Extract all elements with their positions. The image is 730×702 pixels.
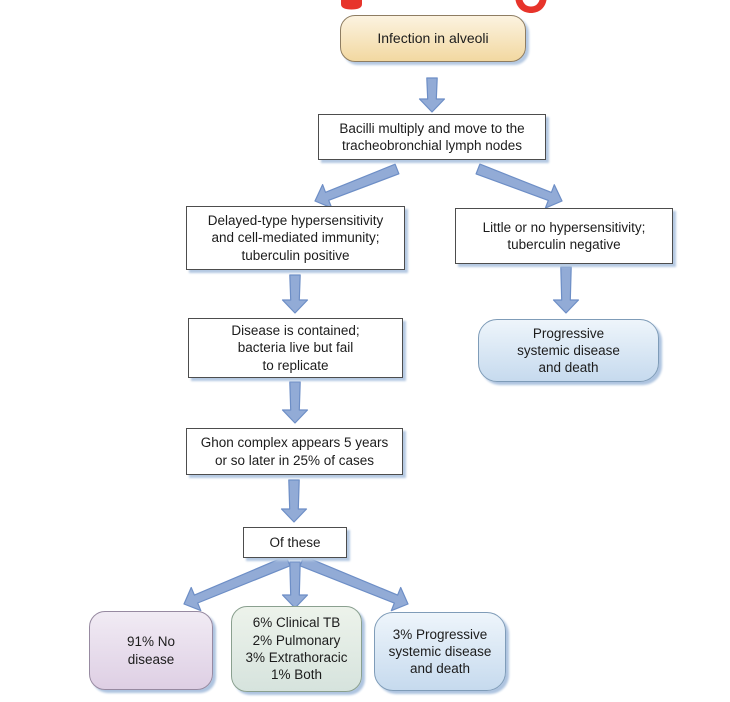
cropped-red-letter-fragment [341,0,362,10]
arrow-delayed-to-contained [281,274,309,314]
arrow-ofthese-to-nodisease [183,555,291,612]
cropped-red-letter-fragment [515,0,547,13]
arrow-little-to-progressive [552,266,580,314]
node-delayed-hypersensitivity: Delayed-type hypersensitivity and cell-m… [186,206,405,270]
node-clinical-tb-breakdown: 6% Clinical TB 2% Pulmonary 3% Extrathor… [231,606,362,692]
arrow-bacilli-to-little [475,163,563,209]
arrow-bacilli-to-delayed [314,163,400,209]
node-ghon-complex: Ghon complex appears 5 years or so later… [186,428,403,475]
arrow-ghon-to-ofthese [280,479,308,523]
node-little-hypersensitivity: Little or no hypersensitivity; tuberculi… [455,208,673,264]
node-infection-in-alveoli: Infection in alveoli [340,15,526,62]
arrow-contained-to-ghon [281,381,309,424]
arrow-infection-to-bacilli [418,77,446,113]
node-bacilli-multiply: Bacilli multiply and move to the tracheo… [318,114,546,160]
arrow-ofthese-to-clinical [281,561,309,609]
node-disease-contained: Disease is contained; bacteria live but … [188,318,403,378]
node-91-no-disease: 91% No disease [89,611,213,690]
node-progressive-systemic-disease: Progressive systemic disease and death [478,319,659,382]
node-of-these: Of these [243,527,347,558]
cropped-red-title-fragments [341,0,547,13]
node-3pct-progressive-disease: 3% Progressive systemic disease and deat… [374,612,506,691]
arrow-ofthese-to-progressive3 [299,555,409,612]
